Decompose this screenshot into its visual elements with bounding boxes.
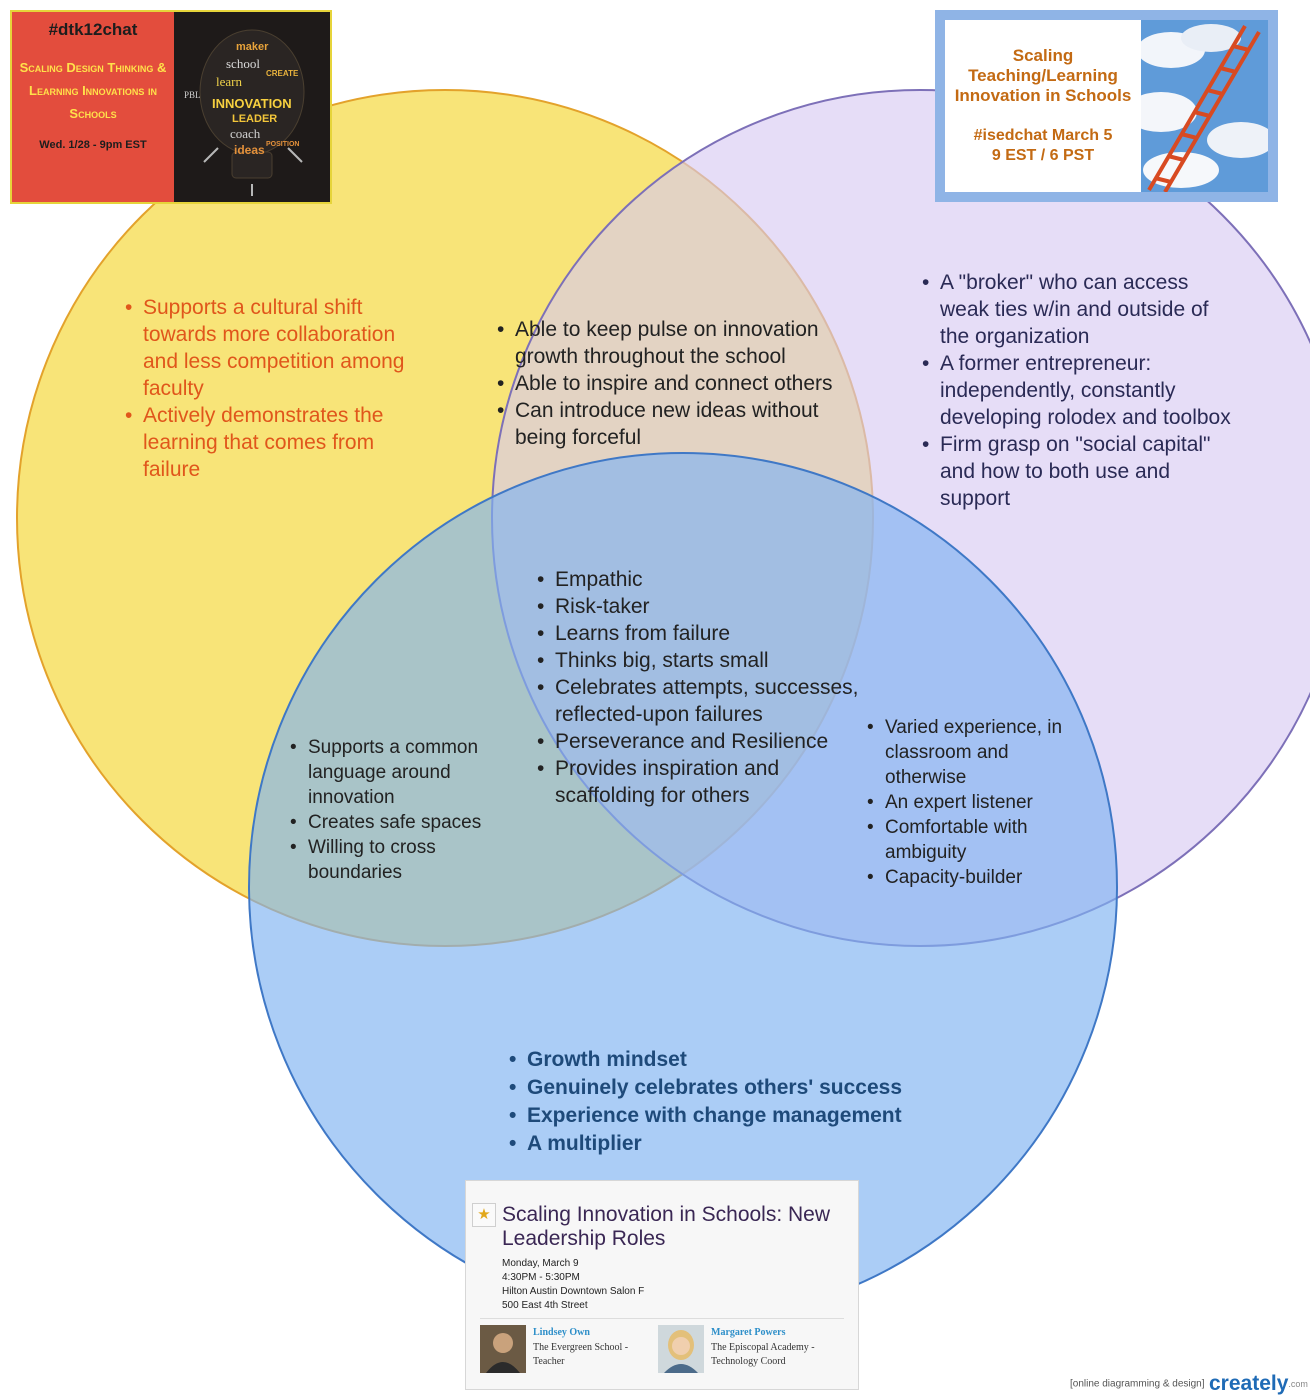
- list-item: Thinks big, starts small: [537, 647, 877, 674]
- list-item: Can introduce new ideas without being fo…: [497, 397, 857, 451]
- list-item: Varied experience, in classroom and othe…: [867, 715, 1082, 790]
- session-title: Scaling Innovation in Schools: New Leade…: [502, 1203, 831, 1250]
- innovation-wordcloud-image: maker school learn INNOVATION LEADER coa…: [174, 12, 330, 202]
- watermark-suffix: .com: [1288, 1379, 1308, 1389]
- speaker-entry: Lindsey Own The Evergreen School - Teach…: [480, 1325, 660, 1375]
- yellow-only-list: Supports a cultural shift towards more c…: [125, 294, 425, 483]
- isedchat-hashtag: #isedchat March 5: [973, 127, 1113, 144]
- list-item: A "broker" who can access weak ties w/in…: [922, 269, 1242, 350]
- list-item: A multiplier: [509, 1130, 949, 1158]
- isedchat-flyer-inner: Scaling Teaching/Learning Innovation in …: [945, 20, 1268, 192]
- speaker-name[interactable]: Lindsey Own: [533, 1327, 590, 1338]
- isedchat-time: 9 EST / 6 PST: [991, 147, 1095, 164]
- center-overlap-list: Empathic Risk-taker Learns from failure …: [537, 566, 877, 809]
- list-item: A former entrepreneur: independently, co…: [922, 350, 1242, 431]
- list-item: Able to keep pulse on innovation growth …: [497, 316, 857, 370]
- isedchat-title: Scaling Teaching/Learning Innovation in …: [954, 46, 1132, 105]
- isedchat-text-panel: Scaling Teaching/Learning Innovation in …: [945, 20, 1141, 192]
- yellow-blue-overlap-list: Supports a common language around innova…: [290, 735, 515, 885]
- dtk-flyer-text-panel: #dtk12chat Scaling Design Thinking & Lea…: [12, 12, 174, 202]
- bulb-ray-icon: [203, 147, 219, 163]
- dtk12chat-flyer: #dtk12chat Scaling Design Thinking & Lea…: [10, 10, 332, 204]
- list-item: Perseverance and Resilience: [537, 728, 877, 755]
- cloud-icon: [1207, 122, 1268, 158]
- list-item: An expert listener: [867, 790, 1082, 815]
- wordcloud-word: learn: [216, 74, 242, 89]
- wordcloud-word: coach: [230, 126, 261, 141]
- avatar: [658, 1325, 704, 1373]
- star-icon[interactable]: ★: [472, 1203, 496, 1227]
- list-item: Experience with change management: [509, 1102, 949, 1130]
- wordcloud-word: LEADER: [232, 113, 277, 125]
- yellow-purple-overlap-list: Able to keep pulse on innovation growth …: [497, 316, 857, 451]
- session-address: 500 East 4th Street: [502, 1300, 588, 1311]
- list-item: Celebrates attempts, successes, reflecte…: [537, 674, 877, 728]
- cloud-icon: [1141, 92, 1197, 132]
- dtk-hashtag: #dtk12chat: [48, 20, 138, 39]
- list-item: Actively demonstrates the learning that …: [125, 402, 425, 483]
- conference-session-card: ★ Scaling Innovation in Schools: New Lea…: [465, 1180, 859, 1390]
- avatar: [480, 1325, 526, 1373]
- session-details: Monday, March 9 4:30PM - 5:30PM Hilton A…: [502, 1257, 644, 1313]
- list-item: Willing to cross boundaries: [290, 835, 515, 885]
- list-item: Growth mindset: [509, 1046, 949, 1074]
- session-venue: Hilton Austin Downtown Salon F: [502, 1286, 645, 1297]
- list-item: Empathic: [537, 566, 877, 593]
- list-item: Comfortable with ambiguity: [867, 815, 1082, 865]
- dtk-date: Wed. 1/28 - 9pm EST: [39, 139, 147, 151]
- bulb-base-icon: [231, 151, 273, 179]
- speaker-name[interactable]: Margaret Powers: [711, 1327, 786, 1338]
- speaker-org: The Evergreen School - Teacher: [533, 1342, 629, 1367]
- creately-logo: creately: [1208, 1372, 1289, 1395]
- creately-watermark: [online diagramming & design] creately.c…: [1070, 1372, 1308, 1398]
- wordcloud-word: PBL: [184, 90, 201, 100]
- ladder-to-sky-image: [1141, 20, 1268, 192]
- isedchat-flyer: Scaling Teaching/Learning Innovation in …: [935, 10, 1278, 202]
- speaker-org: The Episcopal Academy - Technology Coord: [711, 1342, 815, 1367]
- list-item: Supports a common language around innova…: [290, 735, 515, 810]
- wordcloud-word: INNOVATION: [212, 96, 292, 111]
- wordcloud-word: maker: [236, 41, 269, 53]
- list-item: Firm grasp on "social capital" and how t…: [922, 431, 1242, 512]
- divider: [480, 1318, 844, 1319]
- cloud-icon: [1181, 24, 1241, 52]
- list-item: Creates safe spaces: [290, 810, 515, 835]
- ladder-icon: [1147, 24, 1261, 192]
- purple-only-list: A "broker" who can access weak ties w/in…: [922, 269, 1242, 512]
- list-item: Risk-taker: [537, 593, 877, 620]
- session-date: Monday, March 9: [502, 1258, 579, 1269]
- speaker-entry: Margaret Powers The Episcopal Academy - …: [658, 1325, 838, 1375]
- wordcloud-word: CREATE: [266, 69, 299, 78]
- blue-only-list: Growth mindset Genuinely celebrates othe…: [509, 1046, 949, 1158]
- wordcloud-word: ideas: [234, 143, 265, 157]
- list-item: Learns from failure: [537, 620, 877, 647]
- wordcloud-word: school: [226, 56, 260, 71]
- list-item: Provides inspiration and scaffolding for…: [537, 755, 877, 809]
- purple-blue-overlap-list: Varied experience, in classroom and othe…: [867, 715, 1082, 890]
- session-time: 4:30PM - 5:30PM: [502, 1272, 580, 1283]
- watermark-tagline: [online diagramming & design]: [1070, 1378, 1205, 1390]
- dtk-title: Scaling Design Thinking & Learning Innov…: [19, 60, 167, 121]
- bulb-ray-icon: [287, 147, 303, 163]
- list-item: Genuinely celebrates others' success: [509, 1074, 949, 1102]
- list-item: Capacity-builder: [867, 865, 1082, 890]
- list-item: Supports a cultural shift towards more c…: [125, 294, 425, 402]
- list-item: Able to inspire and connect others: [497, 370, 857, 397]
- wordcloud-word: POSITION: [266, 141, 299, 148]
